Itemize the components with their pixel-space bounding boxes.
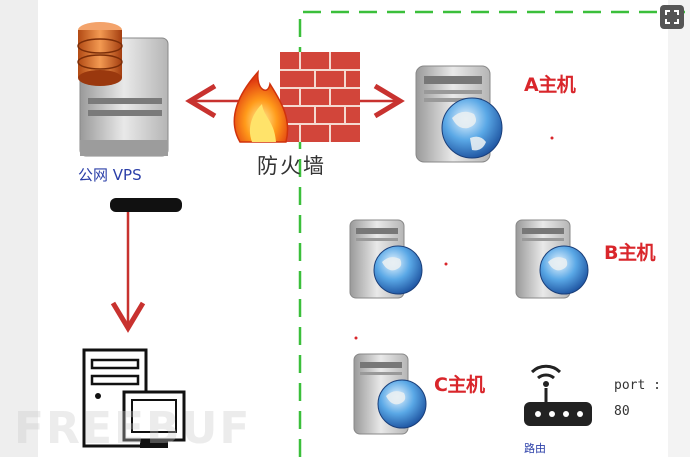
vps-database-server-icon <box>77 22 169 157</box>
dot <box>444 262 448 266</box>
wifi-router-icon <box>524 364 592 426</box>
port-line-2: 80 <box>614 404 630 419</box>
host-c-server-icon <box>353 353 427 435</box>
port-label: port : 80 <box>614 373 661 425</box>
host-a-server-icon <box>415 65 503 163</box>
host-b-server-icon <box>515 219 589 299</box>
port-line-1: port : <box>614 378 661 393</box>
redaction-bar <box>110 198 182 212</box>
firewall-icon <box>233 52 360 143</box>
router-caption: 路由 <box>524 442 546 455</box>
expand-button[interactable] <box>660 5 684 29</box>
desktop-pc-icon <box>82 348 186 448</box>
dot <box>354 336 358 340</box>
expand-icon <box>665 10 679 24</box>
dot <box>550 136 554 140</box>
vps-label: 公网 VPS <box>78 166 142 184</box>
firewall-label: 防火墙 <box>257 154 326 178</box>
host-c-label: C主机 <box>434 374 485 396</box>
host-a-label: A主机 <box>524 74 576 96</box>
left-margin <box>0 0 38 457</box>
watermark: FREEBUF <box>14 403 252 454</box>
internal-network-boundary <box>298 10 685 457</box>
host-b-label: B主机 <box>604 242 655 264</box>
right-margin <box>668 0 690 457</box>
internal-server-icon <box>349 219 423 299</box>
